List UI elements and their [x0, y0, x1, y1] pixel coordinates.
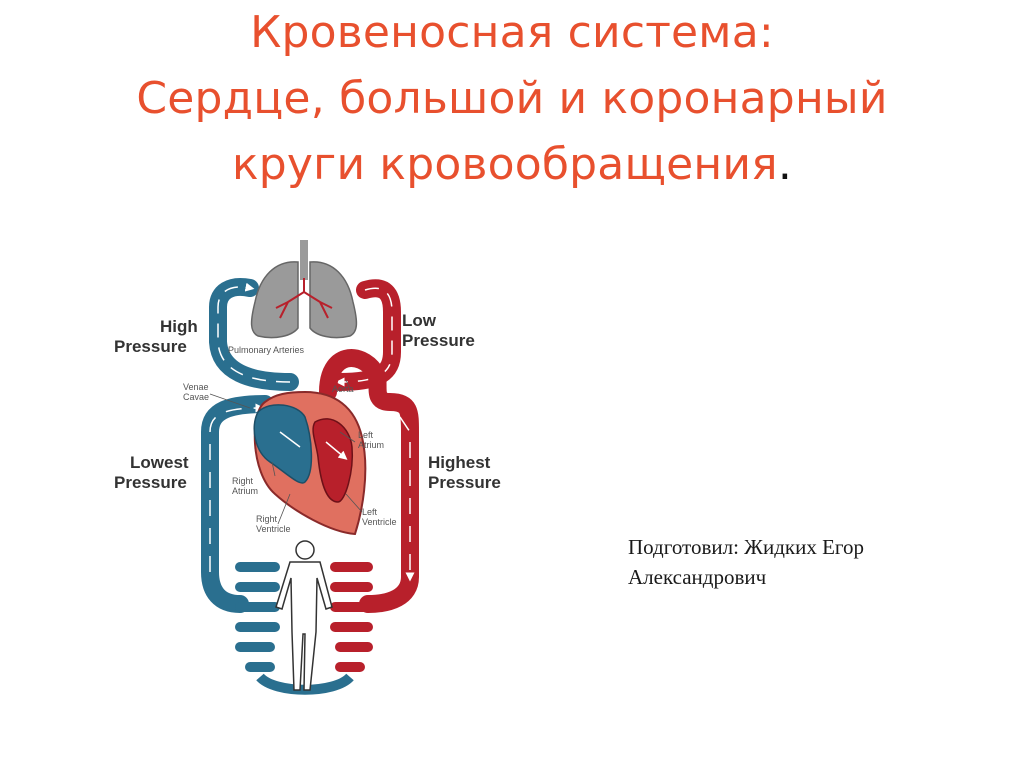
- circulatory-system-diagram: High Pressure Low Pressure Lowest Pressu…: [100, 232, 530, 702]
- circulation-diagram-svg: High Pressure Low Pressure Lowest Pressu…: [114, 240, 501, 695]
- label-left-atrium: Left: [358, 430, 374, 440]
- label-highest-pressure: Pressure: [428, 473, 501, 492]
- author-line-2: Александрович: [628, 565, 767, 589]
- label-left-ventricle: Left: [362, 507, 378, 517]
- title-period: .: [777, 139, 792, 190]
- label-high: High: [160, 317, 198, 336]
- left-heart-chambers: [312, 418, 354, 503]
- vena-cava-flow: [209, 403, 265, 572]
- slide-title: Кровеносная система: Сердце, большой и к…: [40, 0, 984, 198]
- title-line-1: Кровеносная система:: [250, 7, 774, 58]
- label-left-atrium-2: Atrium: [358, 440, 384, 450]
- label-right-atrium: Right: [232, 476, 254, 486]
- title-line-2: Сердце, большой и коронарный: [136, 73, 888, 124]
- right-heart-chambers: [253, 404, 313, 484]
- title-line-3-text: круги кровообращения: [231, 139, 778, 190]
- label-highest: Highest: [428, 453, 491, 472]
- leader-lines: [209, 379, 363, 525]
- bronchi: [275, 278, 333, 319]
- label-low: Low: [402, 311, 437, 330]
- label-high-pressure: Pressure: [114, 337, 187, 356]
- label-left-ventricle-2: Ventricle: [362, 517, 397, 527]
- label-low-pressure: Pressure: [402, 331, 475, 350]
- systemic-capillaries-venous: [235, 562, 280, 672]
- label-pulmonary-arteries: Pulmonary Arteries: [228, 345, 305, 355]
- label-lowest-pressure: Pressure: [114, 473, 187, 492]
- pulmonary-artery-flow: [217, 282, 291, 383]
- author-line-1: Подготовил: Жидких Егор: [628, 535, 865, 559]
- trachea: [300, 240, 308, 280]
- aorta-vessel: [319, 349, 419, 613]
- label-right-atrium-2: Atrium: [232, 486, 258, 496]
- heart-valves: [279, 431, 344, 457]
- label-right-ventricle-2: Ventricle: [256, 524, 291, 534]
- label-lowest: Lowest: [130, 453, 189, 472]
- label-cavae: Cavae: [183, 392, 209, 402]
- aorta-flow: [399, 416, 415, 582]
- label-venae: Venae: [183, 382, 209, 392]
- left-lung: [250, 261, 299, 339]
- author-credit: Подготовил: Жидких Егор Александрович: [628, 532, 864, 592]
- right-lung: [309, 261, 358, 339]
- systemic-capillaries-arterial: [330, 562, 373, 672]
- label-right-ventricle: Right: [256, 514, 278, 524]
- title-line-3: круги кровообращения.: [40, 132, 984, 198]
- label-aorta: Aorta: [332, 384, 354, 394]
- human-figure: [275, 540, 333, 691]
